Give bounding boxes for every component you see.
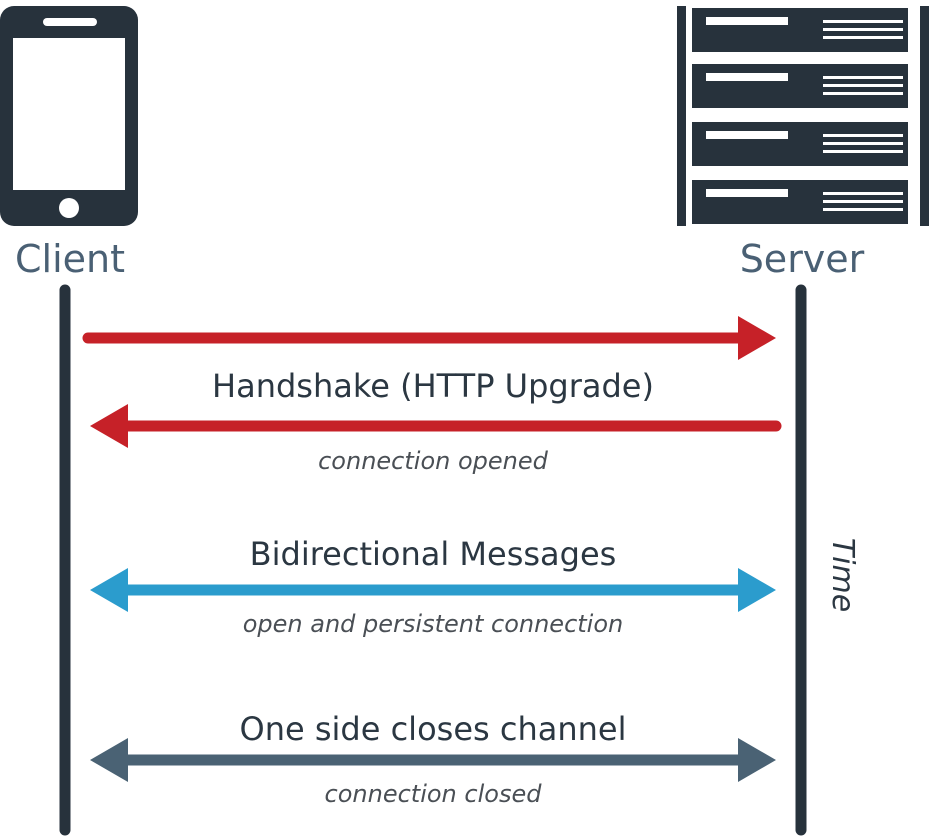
close-arrow [90, 738, 776, 782]
time-label: Time [825, 538, 860, 612]
handshake-response-arrow [90, 404, 782, 448]
bidirectional-arrow [90, 568, 776, 612]
server-rack-icon [677, 6, 929, 226]
close-note: connection closed [325, 780, 543, 808]
smartphone-icon [0, 6, 138, 226]
handshake-note: connection opened [318, 447, 549, 475]
handshake-label: Handshake (HTTP Upgrade) [212, 367, 654, 405]
bidirectional-note: open and persistent connection [243, 610, 624, 638]
handshake-request-arrow [82, 316, 776, 360]
server-label: Server [740, 237, 865, 281]
client-label: Client [15, 237, 125, 281]
bidirectional-label: Bidirectional Messages [250, 535, 617, 573]
close-label: One side closes channel [240, 710, 627, 748]
